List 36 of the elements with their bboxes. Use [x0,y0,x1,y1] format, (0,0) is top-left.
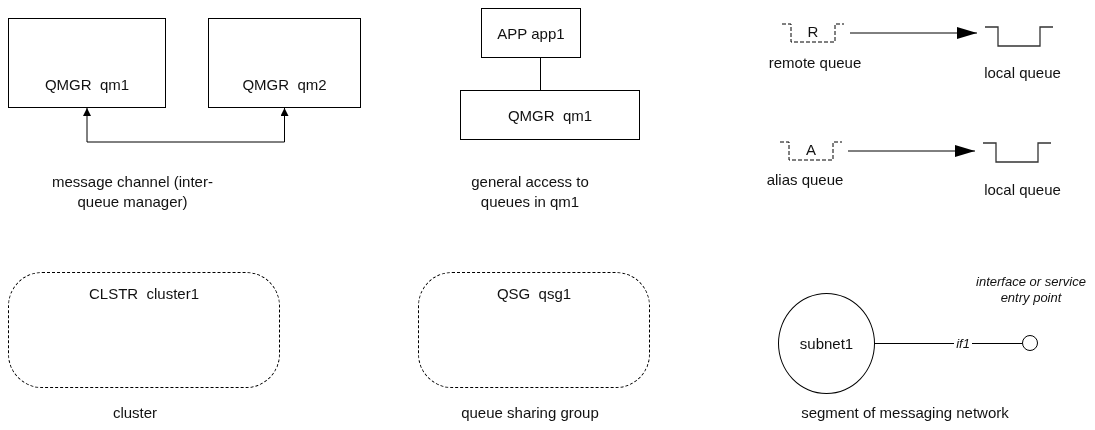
node-label: QMGR qm2 [242,76,327,93]
local-queue-symbol [983,142,1051,164]
node-caption: remote queue [767,53,863,73]
node-caption: segment of messaging network [800,403,1010,423]
node-label: QMGR qm1 [507,106,593,124]
queue-manager-box [8,18,166,108]
node-label: QMGR qm1 [44,76,130,93]
node-label: CLSTR cluster1 [88,285,199,302]
queue-manager-box [460,90,640,140]
arrow [849,27,978,39]
node-caption: queue sharing group [460,403,600,423]
connector-line [874,343,1023,344]
application-box [481,8,581,58]
node-caption: local queue [983,180,1062,200]
queue-sharing-group-boundary [418,272,650,388]
node-caption: alias queue [765,170,845,190]
arrow [83,107,289,143]
edge-label: if1 [954,337,972,350]
cluster-boundary [8,272,280,388]
node-label: subnet1 [799,335,854,352]
node-caption: cluster [111,403,159,423]
subnet-ellipse [778,293,875,394]
node-caption: local queue [983,63,1062,83]
node-caption: interface or service entry point [975,274,1087,307]
queue-letter: R [807,24,819,39]
node-label: QSG qsg1 [496,285,572,302]
caption-text: general access to queues in qm1 [470,172,590,211]
caption-text: message channel (inter-queue manager) [51,172,214,211]
arrow [847,145,976,157]
node-label: APP app1 [497,24,565,42]
remote-queue-symbol [782,22,844,44]
alias-queue-symbol [780,140,842,162]
local-queue-symbol [985,26,1053,48]
connector-line [540,57,541,91]
queue-letter: A [806,142,816,157]
queue-manager-box [208,18,361,108]
